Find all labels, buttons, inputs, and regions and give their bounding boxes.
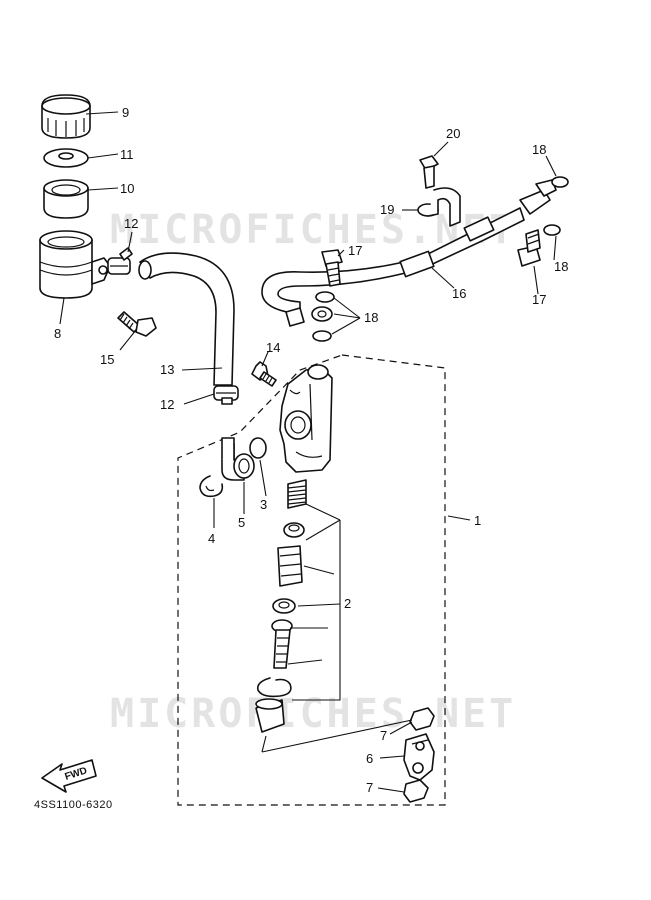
banjo-fitting-lower[interactable] (311, 306, 333, 322)
callout-17-right: 17 (532, 292, 546, 307)
copper-washer-c[interactable] (551, 176, 569, 188)
clevis-nut-lower[interactable] (403, 779, 429, 803)
forward-arrow-icon: FWD (41, 759, 97, 793)
callout-3: 3 (260, 497, 267, 512)
push-rod[interactable] (271, 619, 293, 669)
hose-joint[interactable] (221, 437, 255, 481)
circlip-joint[interactable] (199, 475, 224, 498)
callout-5: 5 (238, 515, 245, 530)
o-ring[interactable] (249, 437, 267, 459)
callout-9: 9 (122, 105, 129, 120)
master-cylinder-bolt[interactable] (251, 361, 277, 387)
reservoir-hose[interactable] (138, 252, 235, 386)
diaphragm[interactable] (43, 179, 89, 219)
callout-2: 2 (344, 596, 351, 611)
union-bolt-right[interactable] (517, 229, 541, 267)
callout-19: 19 (380, 202, 394, 217)
diaphragm-plate[interactable] (43, 148, 89, 168)
leader-lines (59, 111, 557, 793)
callout-12-lower: 12 (160, 397, 174, 412)
diagram-code: 4SS1100-6320 (34, 799, 113, 811)
callout-20: 20 (446, 126, 460, 141)
reservoir-tank[interactable] (39, 230, 111, 299)
piston[interactable] (277, 545, 303, 587)
union-bolt-upper[interactable] (321, 249, 343, 287)
copper-washer-d[interactable] (543, 224, 561, 236)
hose-clamp-lower[interactable] (213, 385, 239, 405)
callout-13: 13 (160, 362, 174, 377)
bracket-screw[interactable] (419, 155, 439, 189)
hose-clamp-upper[interactable] (107, 247, 133, 275)
callout-10: 10 (120, 181, 134, 196)
callout-17-upper: 17 (348, 243, 362, 258)
copper-washer-b[interactable] (312, 330, 332, 342)
brake-hose[interactable] (261, 179, 557, 327)
callout-1: 1 (474, 513, 481, 528)
callout-15: 15 (100, 352, 114, 367)
clevis[interactable] (403, 733, 435, 781)
callout-7-lower: 7 (366, 780, 373, 795)
callout-14: 14 (266, 340, 280, 355)
clevis-nut-upper[interactable] (409, 707, 435, 731)
dust-boot[interactable] (255, 698, 285, 733)
reservoir-cap[interactable] (41, 94, 91, 139)
piston-washer[interactable] (272, 598, 296, 614)
callout-16: 16 (452, 286, 466, 301)
push-rod-circlip[interactable] (256, 677, 292, 698)
watermark-bottom: MICROFICHES.NET (110, 691, 516, 737)
callout-18-banjo: 18 (364, 310, 378, 325)
callout-7-upper: 7 (380, 728, 387, 743)
callout-6: 6 (366, 751, 373, 766)
piston-spring[interactable] (287, 479, 307, 509)
callout-18-right: 18 (554, 259, 568, 274)
callout-8: 8 (54, 326, 61, 341)
callout-11: 11 (120, 147, 134, 162)
piston-cup[interactable] (283, 522, 305, 538)
callout-18-top: 18 (532, 142, 546, 157)
copper-washer-a[interactable] (315, 291, 335, 303)
callout-12-upper: 12 (124, 216, 138, 231)
master-cylinder-body[interactable] (279, 364, 333, 473)
callout-4: 4 (208, 531, 215, 546)
reservoir-bolt[interactable] (117, 311, 157, 337)
